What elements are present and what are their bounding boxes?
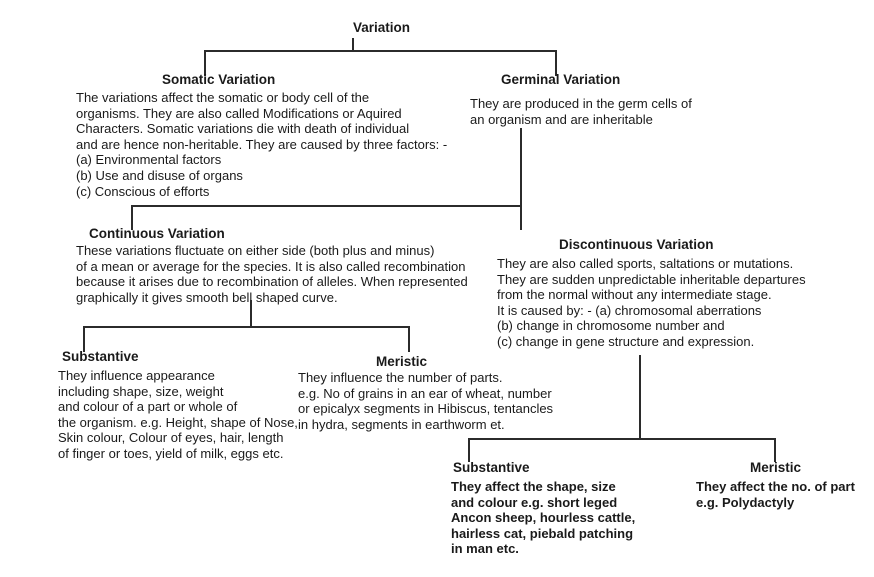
connector-to-cont-substantive [83,326,85,352]
node-title-germinal-variation: Germinal Variation [501,72,621,87]
node-body-discontinuous-variation: They are also called sports, saltations … [497,256,806,349]
connector-to-cont-meristic [408,326,410,352]
node-body-continuous-substantive: They influence appearance including shap… [58,368,298,461]
node-title-discontinuous-variation: Discontinuous Variation [559,237,714,252]
connector-to-continuous [131,205,133,230]
node-germinal-variation: Germinal Variation They are produced in … [470,72,750,127]
node-title-variation: Variation [353,20,411,35]
connector-to-somatic [204,50,206,76]
node-title-continuous-variation: Continuous Variation [89,226,225,241]
node-body-continuous-meristic: They influence the number of parts. e.g.… [298,370,554,432]
node-body-continuous-variation: These variations fluctuate on either sid… [76,243,468,305]
node-body-somatic-variation: The variations affect the somatic or bod… [76,90,448,199]
node-discontinuous-substantive: Substantive They affect the shape, size … [451,460,691,557]
node-somatic-variation: Somatic Variation The variations affect … [76,72,476,199]
node-discontinuous-variation: Discontinuous Variation They are also ca… [497,237,857,350]
connector-level2-bar [131,205,522,207]
node-title-somatic-variation: Somatic Variation [162,72,276,87]
node-title-continuous-meristic: Meristic [376,354,428,369]
connector-discontinuous-stem [639,355,641,439]
connector-to-discontinuous [520,205,522,230]
node-title-continuous-substantive: Substantive [62,349,139,364]
connector-germinal-stem [520,128,522,206]
node-continuous-substantive: Substantive They influence appearance in… [58,349,388,462]
node-discontinuous-meristic: Meristic They affect the no. of part e.g… [696,460,871,510]
node-body-discontinuous-meristic: They affect the no. of part e.g. Polydac… [696,479,855,510]
node-continuous-variation: Continuous Variation These variations fl… [76,226,496,305]
connector-to-disc-meristic [774,438,776,462]
node-body-germinal-variation: They are produced in the germ cells of a… [470,96,692,127]
node-body-discontinuous-substantive: They affect the shape, size and colour e… [451,479,636,557]
connector-level1-bar [204,50,556,52]
connector-to-germinal [555,50,557,76]
node-title-discontinuous-meristic: Meristic [750,460,802,475]
connector-continuous-stem [250,300,252,328]
connector-level3-continuous-bar [83,326,410,328]
connector-to-disc-substantive [468,438,470,462]
connector-level3-discontinuous-bar [468,438,776,440]
connector-root-stem [352,38,354,51]
node-title-discontinuous-substantive: Substantive [453,460,530,475]
node-continuous-meristic: Meristic They influence the number of pa… [298,354,598,432]
